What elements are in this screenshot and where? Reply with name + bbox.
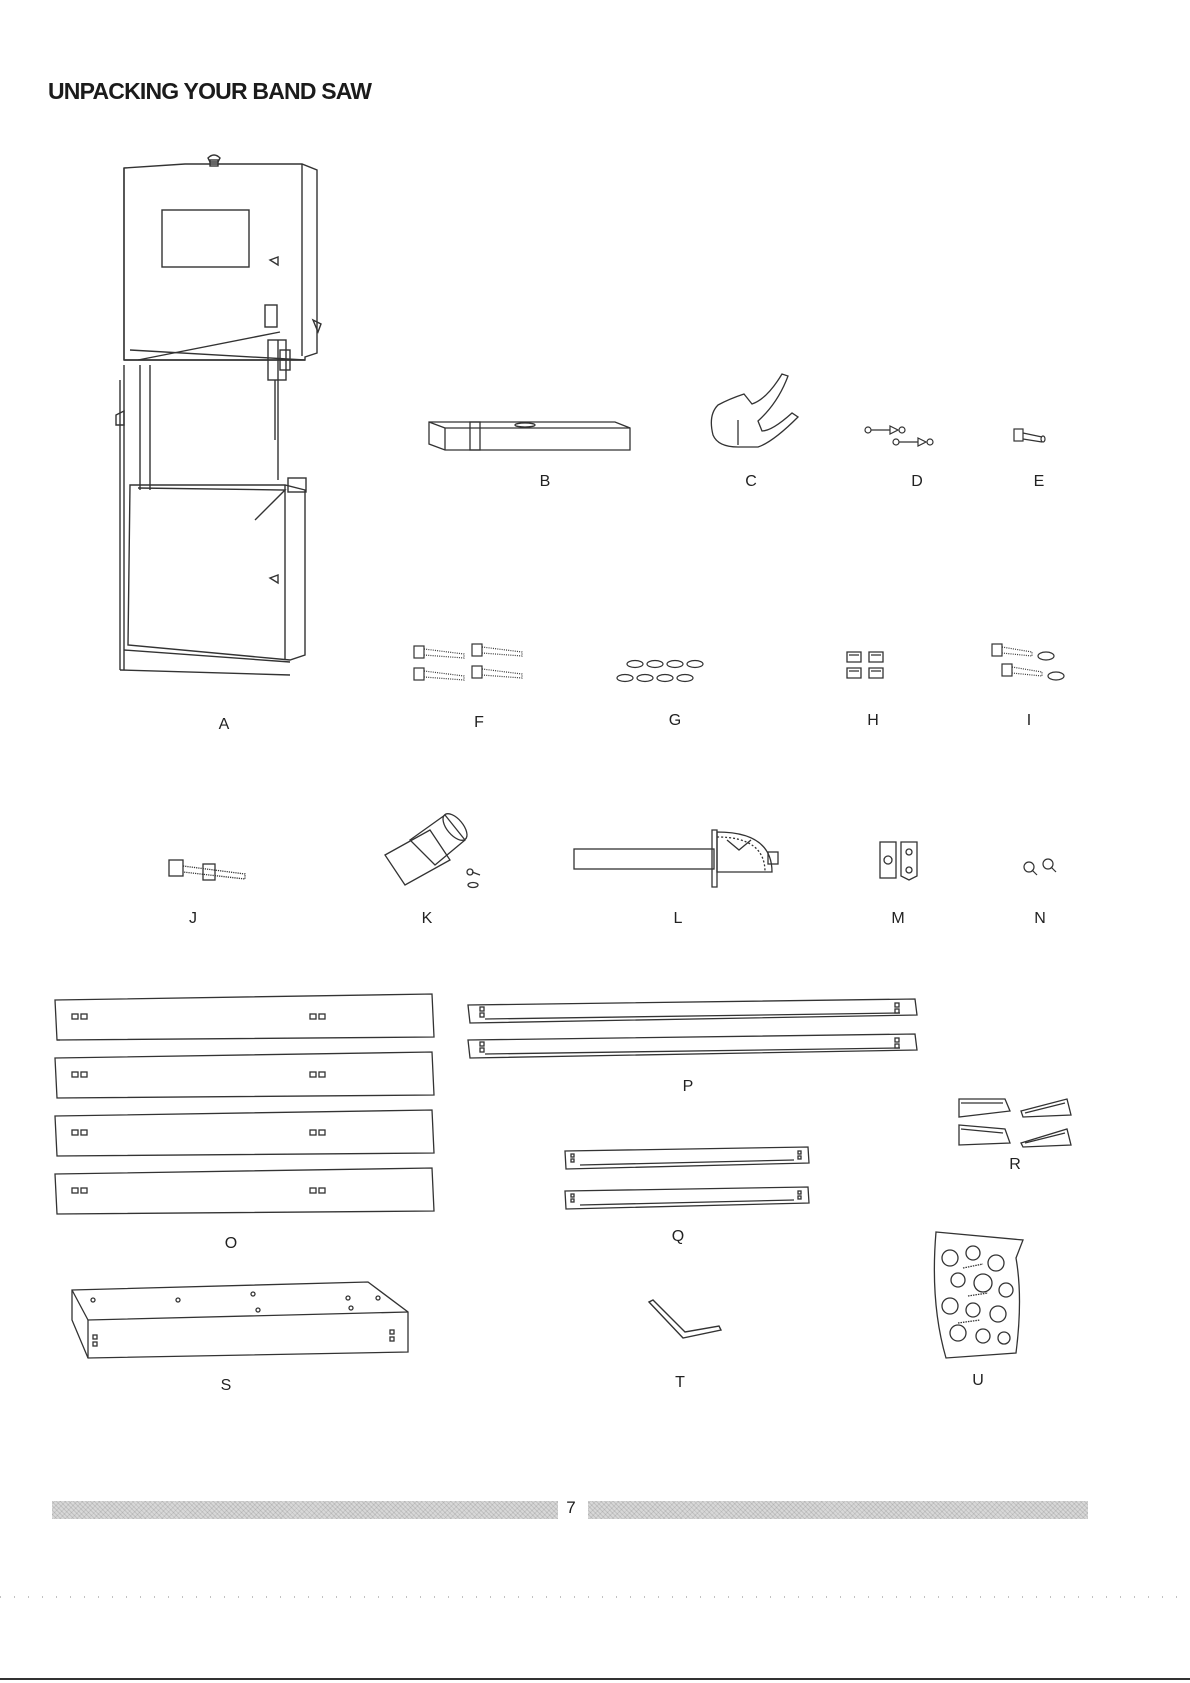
short-rails-drawing <box>562 1145 812 1215</box>
part-p-long-rails <box>465 995 920 1065</box>
page-title: UNPACKING YOUR BAND SAW <box>48 78 371 105</box>
part-h-hex-nuts <box>845 648 895 683</box>
part-label-m: M <box>891 910 904 928</box>
part-j-leveling-bolt <box>165 856 250 896</box>
brackets-drawing <box>876 838 926 886</box>
miter-gauge-drawing <box>572 812 782 892</box>
part-label-o: O <box>225 1235 237 1253</box>
part-q-short-rails <box>562 1145 812 1215</box>
scan-dotted-line <box>0 1596 1190 1598</box>
part-label-r: R <box>1009 1156 1021 1174</box>
part-label-u: U <box>972 1372 984 1390</box>
part-label-h: H <box>867 712 879 730</box>
part-label-p: P <box>683 1078 694 1096</box>
part-label-n: N <box>1034 910 1046 928</box>
part-label-g: G <box>669 712 681 730</box>
part-label-s: S <box>221 1377 232 1395</box>
leveling-bolt-drawing <box>165 856 250 896</box>
part-g-washers <box>615 658 715 688</box>
feet-drawing <box>955 1095 1075 1155</box>
part-s-stand-top <box>68 1280 413 1360</box>
part-label-j: J <box>189 910 197 928</box>
part-e-bolt <box>1012 425 1052 450</box>
hex-key-drawing <box>645 1298 725 1343</box>
bolt-drawing <box>1012 425 1052 450</box>
footer-bar-left <box>52 1501 558 1519</box>
part-label-i: I <box>1027 712 1031 730</box>
part-d-wing-bolts <box>862 418 942 453</box>
band-saw-drawing <box>110 150 340 690</box>
stand-top-drawing <box>68 1280 413 1360</box>
part-label-t: T <box>675 1374 685 1392</box>
part-u-hardware-bag <box>928 1228 1028 1363</box>
part-o-leg-panels <box>52 992 437 1222</box>
part-label-e: E <box>1034 473 1045 491</box>
bolts-with-nuts-drawing <box>990 642 1070 687</box>
part-label-k: K <box>422 910 433 928</box>
wing-bolts-drawing <box>862 418 942 453</box>
footer-bar-right <box>588 1501 1088 1519</box>
part-n-screws <box>1020 855 1065 880</box>
part-i-bolts-with-nuts <box>990 642 1070 687</box>
part-label-f: F <box>474 714 484 732</box>
part-label-d: D <box>911 473 923 491</box>
part-f-carriage-bolts <box>410 642 525 692</box>
hardware-bag-drawing <box>928 1228 1028 1363</box>
part-l-miter-gauge <box>572 812 782 892</box>
dust-port-drawing <box>380 800 485 895</box>
carriage-bolts-drawing <box>410 642 525 692</box>
part-m-brackets <box>876 838 926 886</box>
part-b-table-insert <box>425 410 635 460</box>
long-rails-drawing <box>465 995 920 1065</box>
part-label-l: L <box>674 910 683 928</box>
part-label-b: B <box>540 473 551 491</box>
part-t-hex-key <box>645 1298 725 1343</box>
part-label-q: Q <box>672 1228 684 1246</box>
part-a-band-saw <box>110 150 340 690</box>
page-number: 7 <box>566 1498 575 1518</box>
part-label-c: C <box>745 473 757 491</box>
hex-nuts-drawing <box>845 648 895 683</box>
part-c-trunnion-clamp <box>708 365 813 460</box>
scan-edge <box>0 1678 1190 1680</box>
washers-drawing <box>615 658 715 688</box>
part-r-feet <box>955 1095 1075 1155</box>
leg-panels-drawing <box>52 992 437 1222</box>
table-insert-drawing <box>425 410 635 460</box>
part-label-a: A <box>219 716 230 734</box>
trunnion-clamp-drawing <box>708 365 813 460</box>
screws-drawing <box>1020 855 1065 880</box>
part-k-dust-port <box>380 800 485 895</box>
